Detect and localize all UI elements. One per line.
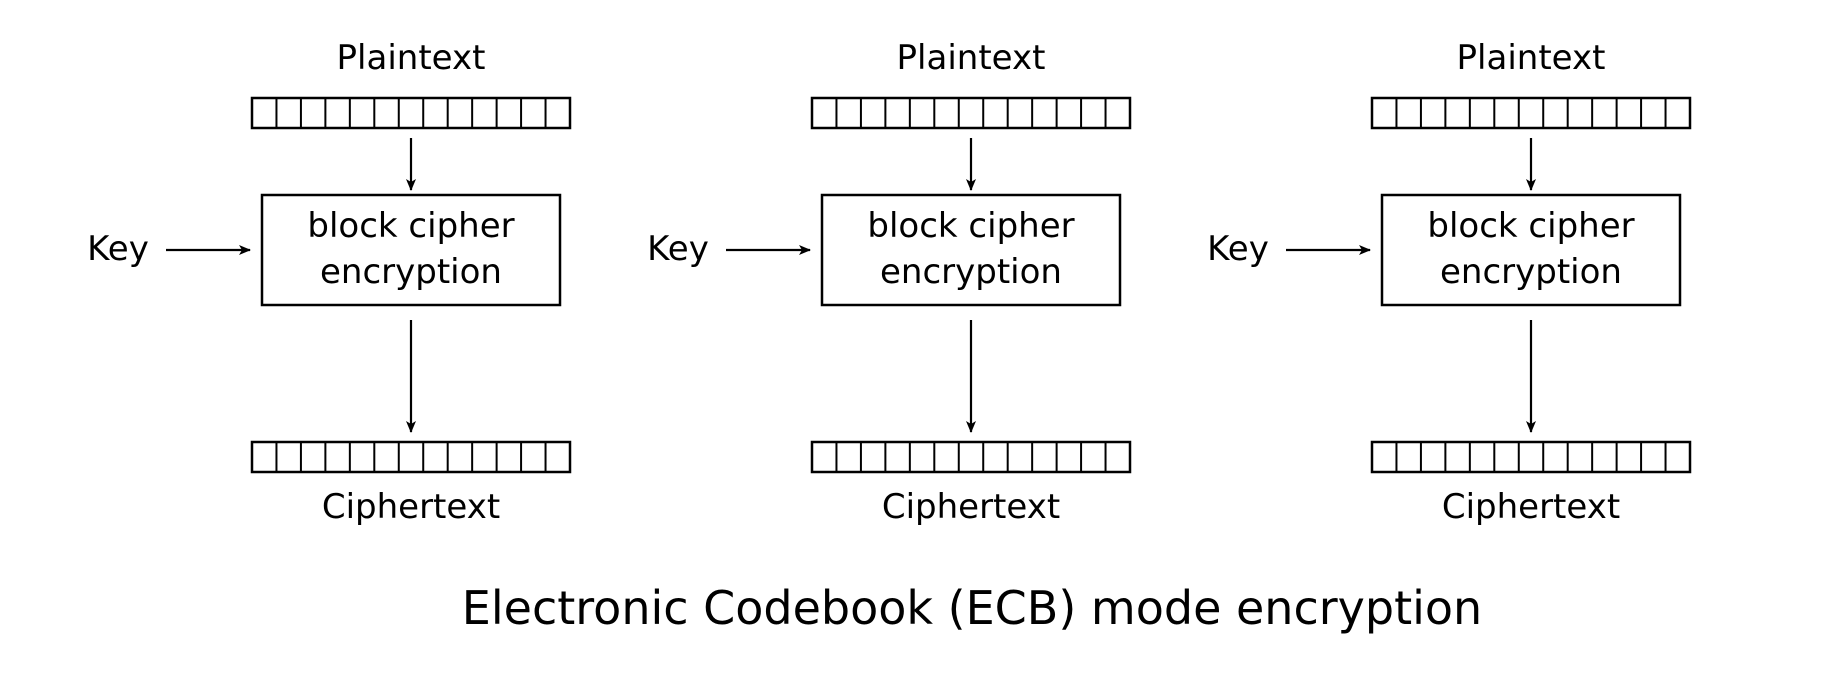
diagram-caption: Electronic Codebook (ECB) mode encryptio…	[462, 581, 1482, 635]
block-cipher-label-line2: encryption	[1440, 252, 1622, 292]
plaintext-register	[250, 96, 572, 130]
stage-2: Plaintext block cipher encryption KeyCipher…	[647, 38, 1132, 527]
key-label: Key	[647, 229, 709, 269]
ciphertext-register	[1370, 440, 1692, 474]
ciphertext-register-outline	[810, 440, 1132, 474]
ciphertext-label: Ciphertext	[882, 487, 1060, 527]
block-cipher-box	[820, 193, 1122, 307]
key-label: Key	[87, 229, 149, 269]
plaintext-label: Plaintext	[1457, 38, 1606, 78]
block-cipher-label-line2: encryption	[880, 252, 1062, 292]
block-cipher-box	[260, 193, 562, 307]
ciphertext-register-outline	[250, 440, 572, 474]
plaintext-register	[810, 96, 1132, 130]
ciphertext-register	[250, 440, 572, 474]
block-cipher-box	[1380, 193, 1682, 307]
plaintext-register-outline	[810, 96, 1132, 130]
plaintext-register	[1370, 96, 1692, 130]
block-cipher-label-line2: encryption	[320, 252, 502, 292]
stage-1: Plaintext block cipher encryption KeyCipher…	[87, 38, 572, 527]
block-cipher-label-line1: block cipher	[307, 206, 514, 246]
stages-group: Plaintext block cipher encryption KeyCipher…	[87, 38, 1692, 527]
ciphertext-register	[810, 440, 1132, 474]
block-cipher-label-line1: block cipher	[1427, 206, 1634, 246]
block-cipher-label-line1: block cipher	[867, 206, 1074, 246]
key-label: Key	[1207, 229, 1269, 269]
plaintext-label: Plaintext	[897, 38, 1046, 78]
plaintext-label: Plaintext	[337, 38, 486, 78]
ciphertext-label: Ciphertext	[322, 487, 500, 527]
ciphertext-register-outline	[1370, 440, 1692, 474]
stage-3: Plaintext block cipher encryption KeyCipher…	[1207, 38, 1692, 527]
plaintext-register-outline	[1370, 96, 1692, 130]
plaintext-register-outline	[250, 96, 572, 130]
ciphertext-label: Ciphertext	[1442, 487, 1620, 527]
